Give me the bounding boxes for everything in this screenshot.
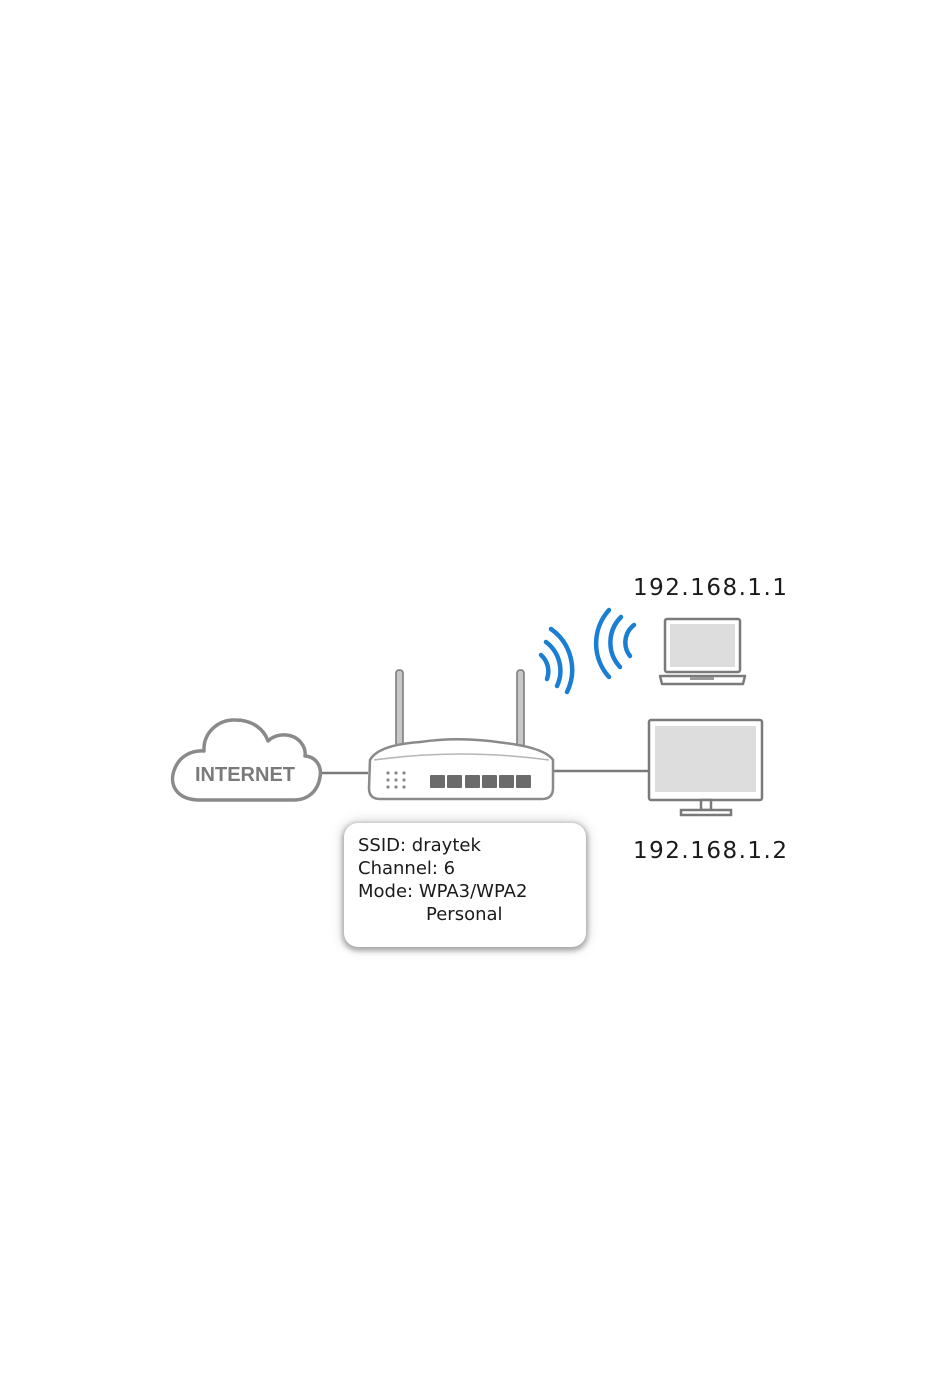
- desktop-ip-label: 192.168.1.2: [633, 838, 789, 864]
- mode-continuation-text: Personal: [358, 903, 586, 926]
- channel-text: Channel: 6: [358, 857, 586, 880]
- laptop-icon: [660, 619, 745, 684]
- router-antenna-left: [396, 670, 403, 752]
- cloud-label: INTERNET: [195, 764, 295, 786]
- monitor-icon: [649, 720, 762, 815]
- monitor-screen: [655, 726, 756, 792]
- wifi-signal-icon: [541, 629, 572, 692]
- router-antenna-right: [517, 670, 524, 752]
- laptop-ip-label: 192.168.1.1: [633, 575, 789, 601]
- cloud-icon: INTERNET: [173, 720, 321, 800]
- wifi-signal-icon-laptop: [596, 610, 634, 677]
- wireless-info-box: SSID: draytek Channel: 6 Mode: WPA3/WPA2…: [344, 823, 586, 947]
- router-icon: [369, 670, 553, 799]
- mode-text: Mode: WPA3/WPA2: [358, 880, 586, 903]
- laptop-screen: [670, 624, 735, 667]
- ssid-text: SSID: draytek: [358, 834, 586, 857]
